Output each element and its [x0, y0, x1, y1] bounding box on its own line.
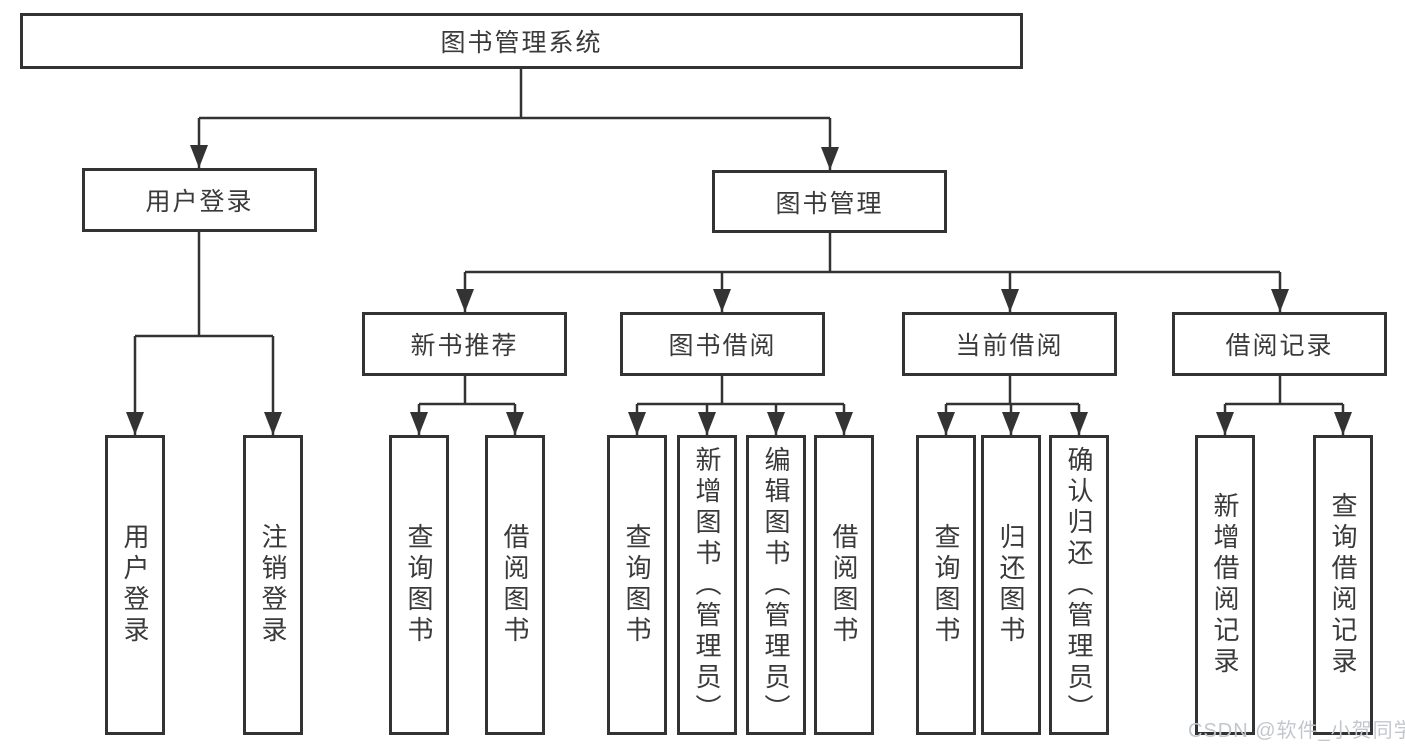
node-book-management-label: 图书管理	[775, 189, 884, 218]
node-book-management: 图书管理	[712, 170, 947, 233]
leaf-edit-books-admin-label: 编辑图书（管理员）	[761, 445, 791, 725]
csdn-watermark: CSDN @软件_小贺同学	[1188, 720, 1405, 742]
leaf-borrow-books-recommend-label: 借阅图书	[500, 523, 530, 647]
leaf-confirm-return-admin: 确认归还（管理员）	[1049, 435, 1109, 735]
leaf-borrow-books-label: 借阅图书	[829, 523, 859, 647]
leaf-borrow-books: 借阅图书	[814, 435, 874, 735]
leaf-query-books-borrowing: 查询图书	[607, 435, 667, 735]
node-borrowing-records: 借阅记录	[1172, 312, 1387, 376]
leaf-return-books: 归还图书	[981, 435, 1041, 735]
leaf-add-books-admin-label: 新增图书（管理员）	[692, 445, 722, 725]
leaf-edit-books-admin: 编辑图书（管理员）	[746, 435, 806, 735]
leaf-query-borrow-record-label: 查询借阅记录	[1328, 492, 1358, 678]
node-current-borrowing-label: 当前借阅	[955, 332, 1064, 360]
node-book-borrowing-label: 图书借阅	[668, 332, 777, 360]
node-new-book-recommend: 新书推荐	[362, 312, 567, 376]
leaf-borrow-books-recommend: 借阅图书	[485, 435, 545, 735]
node-user-login-label: 用户登录	[145, 188, 254, 216]
leaf-query-books-recommend: 查询图书	[389, 435, 449, 735]
node-borrowing-records-label: 借阅记录	[1225, 332, 1334, 360]
leaf-query-books-current: 查询图书	[916, 435, 976, 735]
leaf-logout-label: 注销登录	[258, 523, 288, 647]
leaf-add-borrow-record-label: 新增借阅记录	[1210, 492, 1240, 678]
leaf-query-books-borrowing-label: 查询图书	[622, 523, 652, 647]
leaf-user-login-label: 用户登录	[120, 523, 150, 647]
leaf-query-borrow-record: 查询借阅记录	[1313, 435, 1373, 735]
node-user-login: 用户登录	[82, 168, 317, 232]
leaf-add-borrow-record: 新增借阅记录	[1195, 435, 1255, 735]
leaf-query-books-recommend-label: 查询图书	[404, 523, 434, 647]
leaf-logout: 注销登录	[243, 435, 303, 735]
node-library-system: 图书管理系统	[20, 13, 1023, 69]
node-library-system-label: 图书管理系统	[440, 29, 603, 57]
leaf-return-books-label: 归还图书	[996, 523, 1026, 647]
node-new-book-recommend-label: 新书推荐	[410, 332, 519, 360]
leaf-add-books-admin: 新增图书（管理员）	[677, 435, 737, 735]
node-current-borrowing: 当前借阅	[902, 312, 1117, 376]
leaf-query-books-current-label: 查询图书	[931, 523, 961, 647]
leaf-confirm-return-admin-label: 确认归还（管理员）	[1064, 445, 1094, 725]
leaf-user-login: 用户登录	[105, 435, 165, 735]
node-book-borrowing: 图书借阅	[620, 312, 825, 376]
